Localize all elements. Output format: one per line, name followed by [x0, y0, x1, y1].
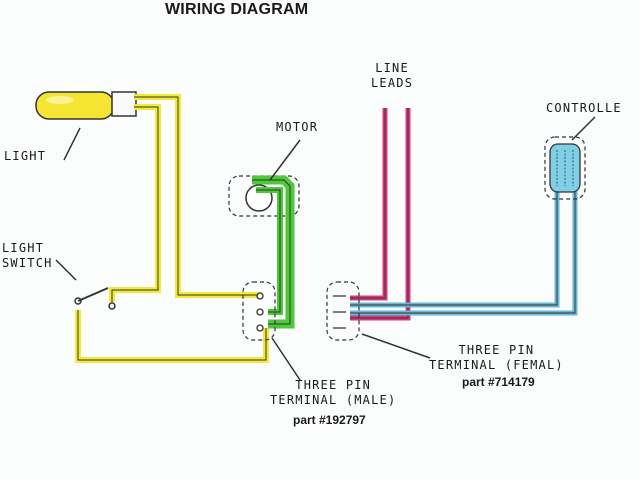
yellow-wires — [75, 94, 269, 363]
light-label: LIGHT — [4, 149, 47, 163]
line-leads-label: LINE LEADS — [371, 61, 413, 91]
female-part-number: part #714179 — [462, 375, 535, 389]
male-terminal-label: THREE PIN TERMINAL (MALE) — [270, 378, 396, 408]
controller — [544, 136, 586, 200]
male-terminal — [242, 281, 276, 341]
male-terminal-label-line2: TERMINAL (MALE) — [270, 393, 397, 407]
line-leads-label-line2: LEADS — [371, 76, 414, 90]
female-terminal-label: THREE PIN TERMINAL (FEMAL) — [429, 343, 564, 373]
motor-label: MOTOR — [276, 120, 319, 134]
diagram-title: WIRING DIAGRAM — [165, 1, 309, 18]
female-terminal-label-line2: TERMINAL (FEMAL) — [429, 358, 564, 372]
line-leads-label-line1: LINE — [375, 61, 409, 75]
light-bulb — [35, 91, 137, 120]
magenta-line-leads — [350, 108, 411, 321]
blue-controller-leads — [350, 190, 578, 316]
light-switch-label-line2: SWITCH — [2, 256, 53, 270]
leader-lines — [55, 116, 596, 381]
green-wires — [252, 175, 295, 329]
light-switch — [74, 287, 116, 310]
male-terminal-label-line1: THREE PIN — [295, 378, 372, 392]
male-part-number: part #192797 — [293, 413, 366, 427]
female-terminal — [326, 281, 360, 341]
light-switch-label-line1: LIGHT — [2, 241, 45, 255]
controller-label: CONTROLLE — [546, 101, 622, 115]
female-terminal-label-line1: THREE PIN — [458, 343, 535, 357]
light-switch-label: LIGHT SWITCH — [2, 241, 53, 271]
